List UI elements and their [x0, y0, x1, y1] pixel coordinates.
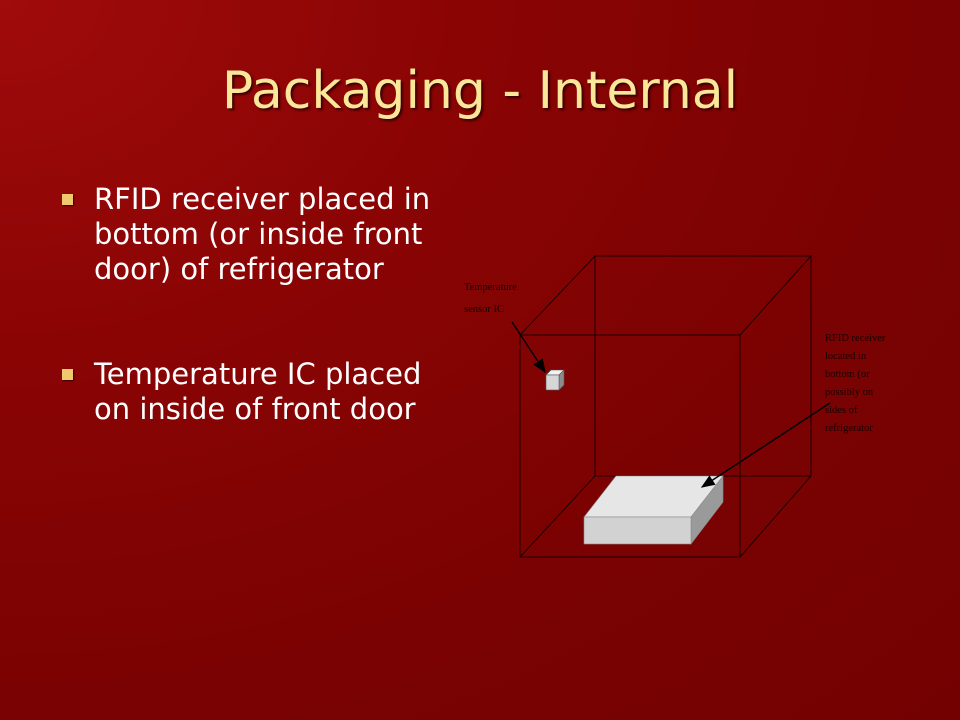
temperature-sensor-cube: [545, 369, 565, 391]
refrigerator-diagram: Temperature sensor IC RFID receiver loca…: [464, 255, 888, 558]
rfid-receiver-block: [583, 475, 724, 545]
slide-title: Packaging - Internal: [221, 61, 739, 121]
square-bullet-icon: [62, 369, 73, 380]
square-bullet-icon: [62, 194, 73, 205]
bullet-text: Temperature IC placed on inside of front…: [94, 357, 422, 426]
receiver-label: RFID receiver located in bottom (or poss…: [825, 333, 888, 434]
bullet-list: RFID receiver placed in bottom (or insid…: [58, 182, 448, 427]
bullet-text: RFID receiver placed in bottom (or insid…: [94, 182, 431, 286]
bullet-item: Temperature IC placed on inside of front…: [58, 357, 448, 427]
bullet-item: RFID receiver placed in bottom (or insid…: [58, 182, 448, 287]
sensor-arrow: [511, 321, 546, 374]
sensor-label: Temperature sensor IC: [464, 282, 520, 315]
receiver-arrow: [700, 402, 831, 488]
